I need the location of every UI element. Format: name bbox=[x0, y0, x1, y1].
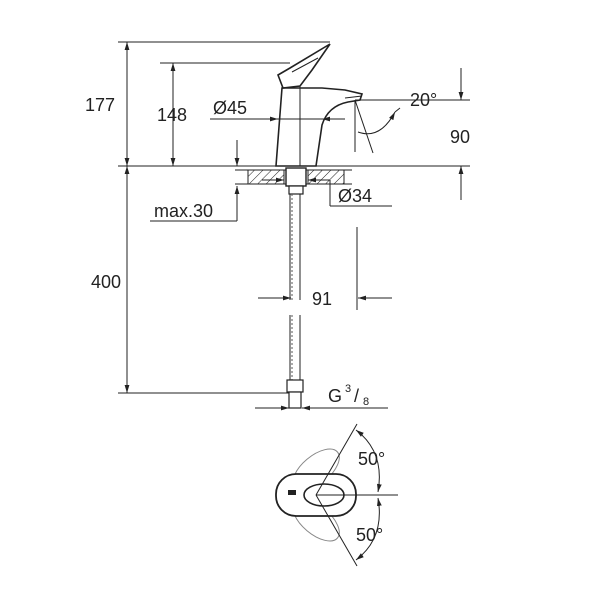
counter-section bbox=[235, 167, 352, 195]
dim-hose-offset: 91 bbox=[312, 289, 332, 309]
top-view: 50° 50° bbox=[275, 423, 398, 567]
dimension-thread: G 3 / 8 bbox=[255, 383, 388, 411]
dim-total-height: 177 bbox=[85, 95, 115, 115]
dimension-177: 177 bbox=[85, 42, 130, 166]
dim-lever-angle-top: 50° bbox=[358, 449, 385, 469]
dim-hose-length: 400 bbox=[91, 272, 121, 292]
dimension-dia45: Ø45 bbox=[210, 98, 345, 122]
dimension-max30: max.30 bbox=[150, 140, 240, 222]
dim-lever-angle-bottom: 50° bbox=[356, 525, 383, 545]
dimension-148: 148 bbox=[157, 63, 187, 166]
thread-slash: / bbox=[354, 386, 359, 406]
faucet-body bbox=[275, 43, 364, 167]
dim-thread-denominator: 8 bbox=[363, 396, 369, 408]
dimension-400: 400 bbox=[91, 166, 130, 393]
dim-spout-height: 148 bbox=[157, 105, 187, 125]
dimension-91: 91 bbox=[258, 227, 392, 310]
dim-spout-reach: 90 bbox=[450, 127, 470, 147]
dim-spout-angle: 20° bbox=[410, 90, 437, 110]
dim-max-thickness: max.30 bbox=[154, 201, 213, 221]
dim-body-diameter: Ø45 bbox=[213, 98, 247, 118]
dim-base-diameter: Ø34 bbox=[338, 186, 372, 206]
dim-thread-numerator: 3 bbox=[345, 383, 351, 395]
supply-hose bbox=[286, 194, 304, 409]
dimension-reach-and-angle: 90 20° bbox=[354, 68, 470, 200]
dim-thread-main: G bbox=[328, 386, 342, 406]
